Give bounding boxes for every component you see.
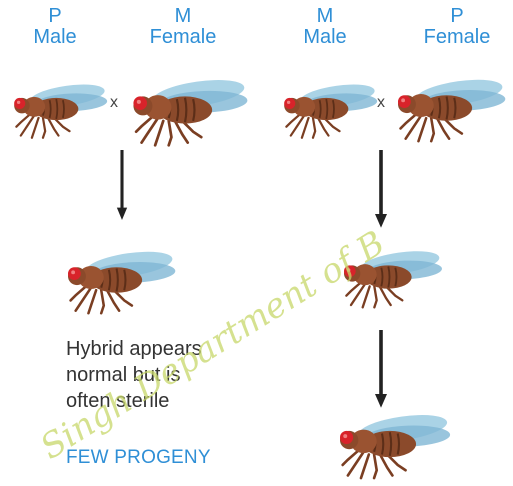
- hybrid-caption: Hybrid appears normal but is often steri…: [66, 336, 266, 414]
- fly-icon-right-male: [284, 78, 384, 140]
- parent-label-right-male: M Male: [270, 6, 380, 48]
- caption-line: normal but is: [66, 362, 266, 388]
- fly-icon-left-female: [132, 72, 257, 148]
- parent-sex: Female: [128, 27, 238, 48]
- parent-sex: Male: [270, 27, 380, 48]
- cross-symbol-right: x: [377, 94, 385, 112]
- arrow-down-icon-left: [116, 150, 128, 222]
- caption-line: Hybrid appears: [66, 336, 266, 362]
- parent-sex: Male: [0, 27, 110, 48]
- fly-icon-left-hybrid: [68, 244, 183, 316]
- arrow-down-icon-right-1: [375, 150, 387, 230]
- cross-symbol-left: x: [110, 94, 118, 112]
- parent-type: P: [0, 6, 110, 27]
- parent-label-left-female: M Female: [128, 6, 238, 48]
- fly-icon-left-male: [14, 78, 114, 140]
- fly-icon-right-hybrid: [344, 244, 449, 310]
- parent-type: M: [270, 6, 380, 27]
- arrow-down-icon-right-2: [375, 330, 387, 410]
- parent-type: P: [402, 6, 512, 27]
- caption-line: often sterile: [66, 388, 266, 414]
- fly-icon-right-offspring: [340, 406, 458, 482]
- parent-label-left-male: P Male: [0, 6, 110, 48]
- parent-label-right-female: P Female: [402, 6, 512, 48]
- fly-icon-right-female: [398, 72, 513, 144]
- parent-type: M: [128, 6, 238, 27]
- parent-sex: Female: [402, 27, 512, 48]
- outcome-label: FEW PROGENY: [66, 447, 211, 469]
